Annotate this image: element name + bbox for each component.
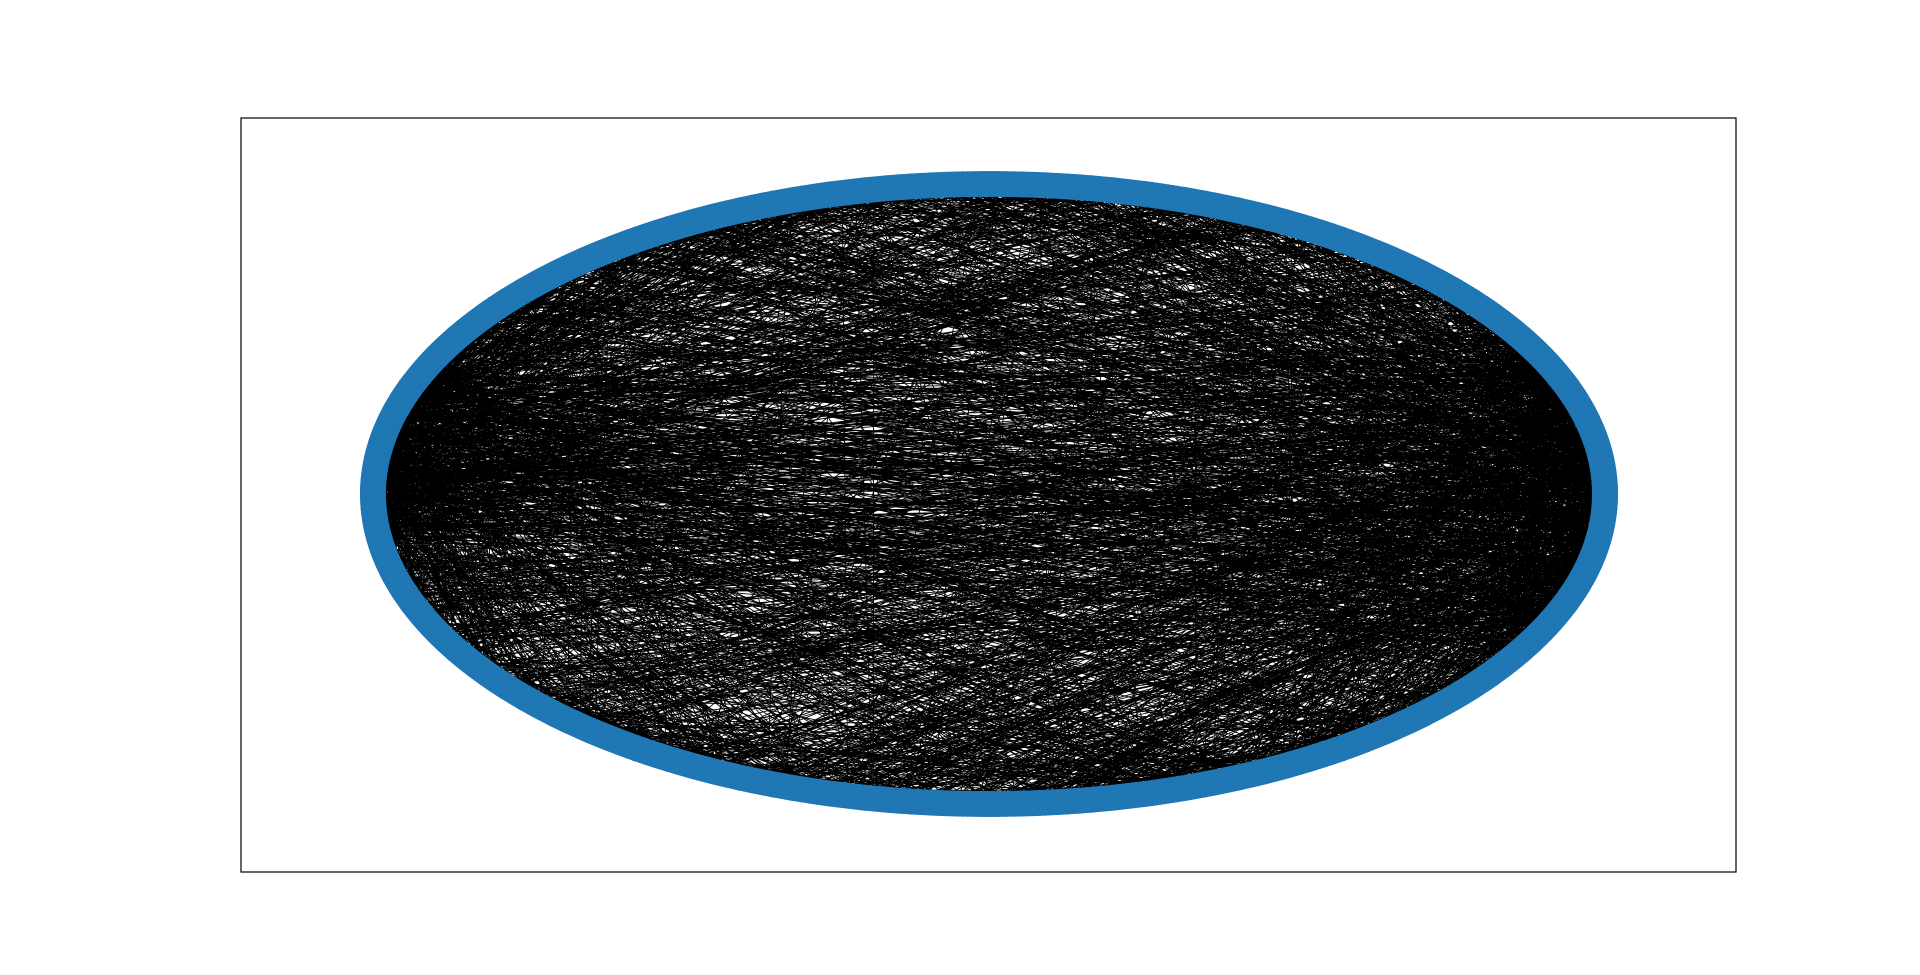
graph-node	[1592, 478, 1618, 505]
axes-frame	[240, 117, 1737, 873]
nodes-layer	[360, 171, 1618, 817]
